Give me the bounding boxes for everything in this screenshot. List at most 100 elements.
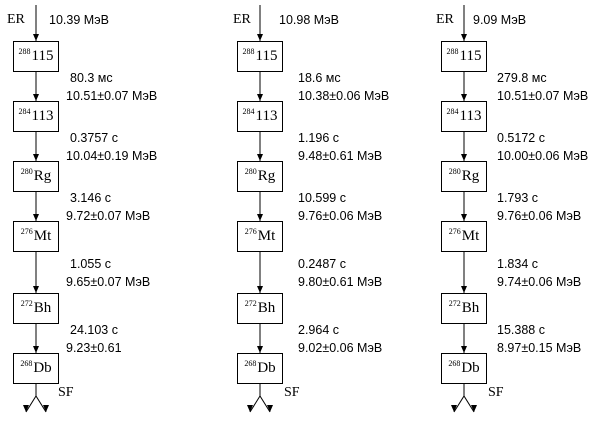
nucleus-box: 284113 xyxy=(441,101,487,132)
nucleus-box: 288115 xyxy=(13,41,59,72)
mass-number: 268 xyxy=(20,359,33,368)
nucleus-box: 276Mt xyxy=(13,221,59,252)
mass-number: 288 xyxy=(242,47,255,56)
mass-number: 288 xyxy=(18,47,31,56)
decay-energy: 9.02±0.06 МэВ xyxy=(298,340,383,355)
arrow-head xyxy=(461,346,467,353)
sf-label: SF xyxy=(58,385,74,400)
nucleus-box: 272Bh xyxy=(237,293,283,324)
decay-time: 1.196 с xyxy=(298,130,340,145)
mass-number: 280 xyxy=(448,167,461,176)
decay-time: 80.3 мс xyxy=(70,70,113,85)
element-symbol: Rg xyxy=(461,168,480,184)
er-energy: 9.09 МэВ xyxy=(473,13,527,27)
arrow-head xyxy=(461,214,467,221)
nucleus-box: 276Mt xyxy=(237,221,283,252)
arrow-head xyxy=(267,405,273,412)
nucleus-box: 272Bh xyxy=(441,293,487,324)
arrow-head xyxy=(461,154,467,161)
sf-label: SF xyxy=(488,385,504,400)
mass-number: 276 xyxy=(20,227,33,236)
decay-time: 3.146 с xyxy=(70,190,112,205)
element-symbol: 113 xyxy=(255,108,278,124)
arrow-head xyxy=(33,94,39,101)
element-symbol: 115 xyxy=(31,48,54,64)
decay-energy: 9.72±0.07 МэВ xyxy=(66,208,151,223)
mass-number: 268 xyxy=(448,359,461,368)
mass-number: 272 xyxy=(448,299,461,308)
decay-energy: 10.51±0.07 МэВ xyxy=(66,88,158,103)
decay-time: 0.5172 с xyxy=(497,130,545,145)
mass-number: 272 xyxy=(20,299,33,308)
decay-time: 0.3757 с xyxy=(70,130,118,145)
sf-branch-right xyxy=(463,395,475,413)
nucleus-box: 268Db xyxy=(13,353,59,384)
decay-energy: 10.04±0.19 МэВ xyxy=(66,148,158,163)
arrow-head xyxy=(33,34,39,41)
element-symbol: 115 xyxy=(255,48,278,64)
nucleus-box: 288115 xyxy=(441,41,487,72)
arrow-head xyxy=(461,34,467,41)
arrow-head xyxy=(257,346,263,353)
mass-number: 284 xyxy=(18,107,31,116)
arrow-head xyxy=(257,94,263,101)
decay-energy: 10.38±0.06 МэВ xyxy=(298,88,390,103)
er-label: ER xyxy=(7,12,25,27)
element-symbol: Db xyxy=(257,360,276,376)
element-symbol: Bh xyxy=(461,300,480,316)
element-symbol: Rg xyxy=(257,168,276,184)
arrow-head xyxy=(451,405,457,412)
element-symbol: Db xyxy=(33,360,52,376)
decay-energy: 9.76±0.06 МэВ xyxy=(497,208,582,223)
nucleus-box: 268Db xyxy=(441,353,487,384)
decay-energy: 10.00±0.06 МэВ xyxy=(497,148,589,163)
element-symbol: Bh xyxy=(33,300,52,316)
mass-number: 268 xyxy=(244,359,257,368)
decay-time: 0.2487 с xyxy=(298,256,346,271)
decay-time: 1.055 с xyxy=(70,256,112,271)
sf-label: SF xyxy=(284,385,300,400)
nucleus-box: 272Bh xyxy=(13,293,59,324)
decay-energy: 8.97±0.15 МэВ xyxy=(497,340,582,355)
decay-energy: 9.76±0.06 МэВ xyxy=(298,208,383,223)
element-symbol: Mt xyxy=(257,228,276,244)
arrow-head xyxy=(257,154,263,161)
nucleus-box: 284113 xyxy=(237,101,283,132)
element-symbol: 115 xyxy=(459,48,482,64)
er-label: ER xyxy=(233,12,251,27)
decay-time: 15.388 с xyxy=(497,322,545,337)
arrow-head xyxy=(33,154,39,161)
arrow-head xyxy=(43,405,49,412)
arrow-head xyxy=(257,214,263,221)
decay-time: 1.793 с xyxy=(497,190,539,205)
sf-branch-left xyxy=(249,395,261,413)
decay-time: 1.834 с xyxy=(497,256,539,271)
decay-energy: 9.48±0.61 МэВ xyxy=(298,148,383,163)
arrow-head xyxy=(257,286,263,293)
arrow-head xyxy=(33,214,39,221)
decay-time: 10.599 с xyxy=(298,190,346,205)
arrow-head xyxy=(461,94,467,101)
mass-number: 284 xyxy=(446,107,459,116)
arrow-head xyxy=(471,405,477,412)
nucleus-box: 268Db xyxy=(237,353,283,384)
sf-branch-left xyxy=(25,395,37,413)
element-symbol: 113 xyxy=(459,108,482,124)
nucleus-box: 280Rg xyxy=(237,161,283,192)
decay-time: 24.103 с xyxy=(70,322,118,337)
nucleus-box: 280Rg xyxy=(441,161,487,192)
arrow-head xyxy=(257,34,263,41)
mass-number: 272 xyxy=(244,299,257,308)
mass-number: 280 xyxy=(244,167,257,176)
element-symbol: 113 xyxy=(31,108,54,124)
mass-number: 284 xyxy=(242,107,255,116)
nucleus-box: 288115 xyxy=(237,41,283,72)
mass-number: 276 xyxy=(244,227,257,236)
decay-energy: 9.65±0.07 МэВ xyxy=(66,274,151,289)
element-symbol: Mt xyxy=(33,228,52,244)
er-energy: 10.98 МэВ xyxy=(279,13,340,27)
decay-energy: 9.23±0.61 xyxy=(66,340,122,355)
arrow-head xyxy=(23,405,29,412)
sf-branch-left xyxy=(453,395,465,413)
